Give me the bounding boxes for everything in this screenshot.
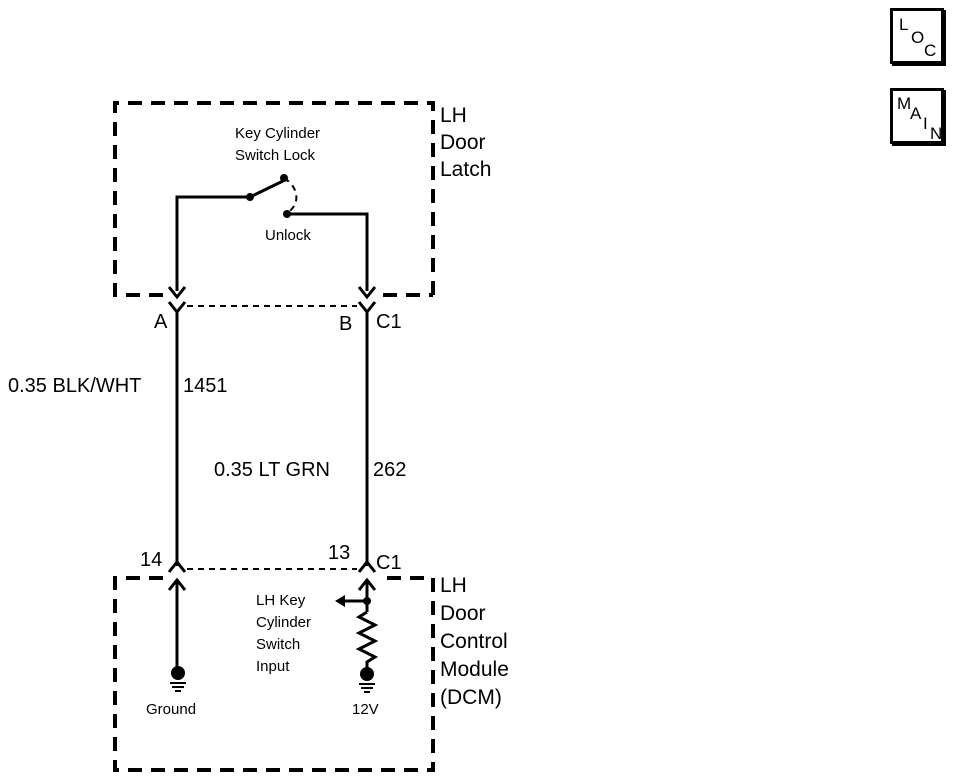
- connector-upper-a: [167, 301, 187, 315]
- ground-node: [171, 666, 185, 680]
- switch-wire-left: [175, 195, 250, 291]
- dcm-title-line-1: LH: [440, 574, 467, 597]
- switch-blade: [249, 179, 284, 199]
- supply-node: [360, 667, 374, 681]
- input-label-line-3: Switch: [256, 636, 300, 653]
- input-tap-arrow: [335, 595, 345, 607]
- switch-label-line-2: Switch Lock: [235, 147, 316, 164]
- pin-a-label: A: [154, 311, 168, 333]
- pin-b-label: B: [339, 313, 352, 335]
- pin-13-label: 13: [328, 542, 350, 564]
- wire-1-circuit: 1451: [183, 375, 228, 397]
- dcm-box: [113, 576, 435, 772]
- main-letter-i: I: [923, 114, 928, 133]
- supply-label: 12V: [352, 701, 379, 718]
- dcm-title-line-5: (DCM): [440, 686, 502, 709]
- loc-letter-c: C: [924, 41, 937, 60]
- switch-linkage: [283, 177, 298, 214]
- connector-lower-13: [357, 559, 377, 573]
- loc-letter-o: O: [911, 28, 925, 47]
- lower-connector-label: C1: [376, 552, 402, 574]
- main-letter-n: N: [930, 124, 943, 143]
- switch-wire-right: [287, 212, 369, 291]
- latch-title-line-2: Door: [440, 131, 486, 154]
- input-label-line-4: Input: [256, 658, 290, 675]
- resistor: [355, 610, 379, 668]
- main-letter-a: A: [910, 104, 922, 123]
- wire-2-circuit: 262: [373, 459, 406, 481]
- connector-lower-14: [167, 559, 187, 573]
- wire-2-label: 0.35 LT GRN: [214, 459, 330, 481]
- latch-title-line-3: Latch: [440, 158, 491, 181]
- upper-connector-label: C1: [376, 311, 402, 333]
- main-button[interactable]: M A I N: [890, 88, 944, 144]
- connector-upper-b: [357, 301, 377, 315]
- dcm-title-line-2: Door: [440, 602, 486, 625]
- ground-label: Ground: [146, 701, 196, 718]
- door-latch-box: [113, 101, 435, 297]
- switch-label-line-1: Key Cylinder: [235, 125, 320, 142]
- main-letter-m: M: [897, 94, 912, 113]
- unlock-label: Unlock: [265, 227, 311, 244]
- pin-14-label: 14: [140, 549, 162, 571]
- loc-letter-l: L: [899, 15, 909, 34]
- dcm-title-line-4: Module: [440, 658, 509, 681]
- dcm-title-line-3: Control: [440, 630, 508, 653]
- ground-symbol: [170, 682, 186, 692]
- wire-1-label: 0.35 BLK/WHT: [8, 375, 141, 397]
- latch-title-line-1: LH: [440, 104, 467, 127]
- supply-symbol: [359, 683, 375, 693]
- input-label-line-2: Cylinder: [256, 614, 311, 631]
- input-label-line-1: LH Key: [256, 592, 306, 609]
- arrow-a: [167, 286, 187, 300]
- loc-button[interactable]: L O C: [890, 8, 944, 64]
- arrow-b: [357, 286, 377, 300]
